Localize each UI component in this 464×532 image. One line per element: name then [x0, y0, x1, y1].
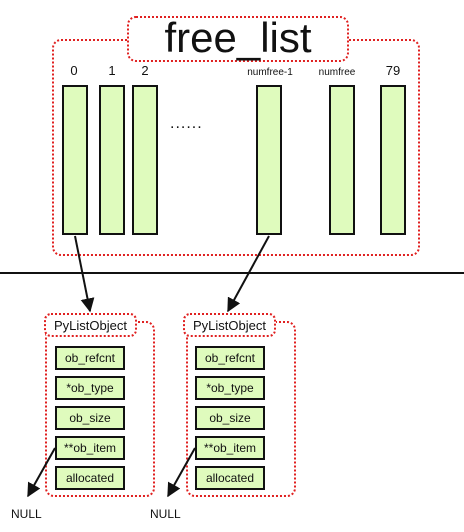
field-ob-type-1: *ob_type	[55, 376, 125, 400]
field-ob-size-1: ob_size	[55, 406, 125, 430]
field-allocated-2: allocated	[195, 466, 265, 490]
slot-index-79: 79	[385, 63, 401, 78]
slot-index-numfree: numfree	[318, 67, 356, 78]
free-list-title-box: free_list	[127, 16, 349, 62]
null-label-2: NULL	[150, 507, 181, 521]
field-ob-item-1: **ob_item	[55, 436, 125, 460]
slot-index-2: 2	[141, 63, 149, 78]
free-list-slot-79	[380, 85, 406, 235]
free-list-slot-2	[132, 85, 158, 235]
field-ob-size-2: ob_size	[195, 406, 265, 430]
pylistobject-label-1: PyListObject	[54, 317, 127, 333]
arrow-ob-item-1-to-null	[27, 447, 56, 498]
separator-line	[0, 272, 464, 274]
pylistobject-label-box-1: PyListObject	[44, 313, 137, 337]
field-ob-item-2: **ob_item	[195, 436, 265, 460]
free-list-slot-0	[62, 85, 88, 235]
null-label-1: NULL	[11, 507, 42, 521]
free-list-slot-numfree-minus-1	[256, 85, 282, 235]
field-ob-refcnt-1: ob_refcnt	[55, 346, 125, 370]
ellipsis: ......	[170, 115, 203, 132]
field-ob-refcnt-2: ob_refcnt	[195, 346, 265, 370]
free-list-slot-1	[99, 85, 125, 235]
arrow-slot-numfree-minus-1-to-object-2	[227, 235, 270, 313]
field-ob-type-2: *ob_type	[195, 376, 265, 400]
field-allocated-1: allocated	[55, 466, 125, 490]
arrow-slot-0-to-object-1	[74, 235, 95, 313]
slot-index-numfree-minus-1: numfree-1	[247, 67, 293, 78]
pylistobject-label-box-2: PyListObject	[183, 313, 276, 337]
free-list-title: free_list	[164, 14, 312, 61]
arrow-ob-item-2-to-null	[167, 447, 196, 498]
free-list-slot-numfree	[329, 85, 355, 235]
slot-index-0: 0	[70, 63, 78, 78]
slot-index-1: 1	[108, 63, 116, 78]
pylistobject-label-2: PyListObject	[193, 317, 266, 333]
